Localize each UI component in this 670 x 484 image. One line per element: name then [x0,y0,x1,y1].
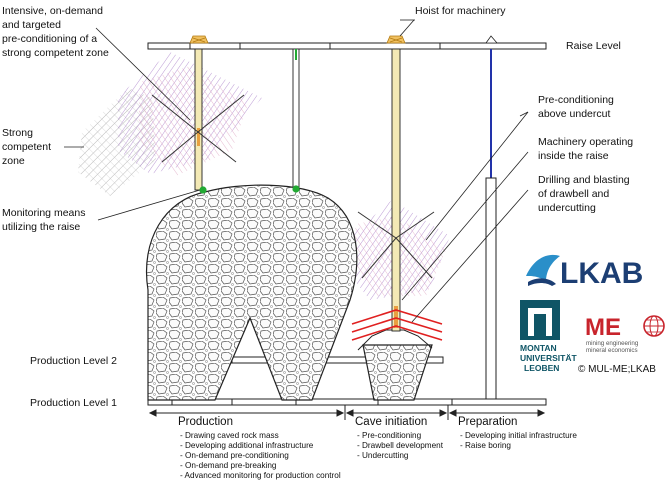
montan-line-2: UNIVERSITÄT [520,353,577,363]
raise-shaft-1 [189,35,209,191]
hoist-icon-2 [386,35,406,44]
monitoring-point-1 [199,186,207,194]
phase-production: Production - Drawing caved rock mass - D… [178,416,341,480]
phase-cave-initiation: Cave initiation - Pre-conditioning - Dra… [355,416,444,460]
phase-item: - On-demand pre-breaking [180,461,277,470]
label-intensive-2: and targeted [2,19,61,31]
preconditioning-hatch-upper [118,52,262,176]
label-drilling-1: Drilling and blasting [538,174,630,186]
label-production-level-2: Production Level 2 [30,355,117,367]
lkab-wordmark: LKAB [560,257,643,290]
raise-shaft-4 [485,35,498,400]
label-raise-level: Raise Level [566,40,621,52]
montan-emblem-icon [520,300,560,340]
phase-preparation-title: Preparation [458,416,517,428]
undercut-drill-lines [351,309,443,341]
label-strong-2: competent [2,141,51,153]
phase-item: - Raise boring [460,441,511,450]
label-drilling-2: of drawbell and [538,188,609,200]
phase-production-title: Production [178,416,233,428]
label-monitoring-1: Monitoring means [2,207,85,219]
label-intensive-3: pre-conditioning of a [2,33,97,45]
phase-item: - Drawing caved rock mass [180,431,279,440]
label-machinery-2: inside the raise [538,150,609,162]
drawbell-rock-mass [362,344,433,401]
label-drilling-3: undercutting [538,202,596,214]
phase-timeline [148,405,546,420]
monitoring-point-2 [292,185,300,193]
hoist-icon [189,35,209,44]
phase-item: - Drawbell development [357,441,444,450]
phase-preparation: Preparation - Developing initial infrast… [458,416,577,450]
label-strong-3: zone [2,155,25,167]
phase-item: - Pre-conditioning [357,431,422,440]
label-precond-1: Pre-conditioning [538,94,614,106]
lkab-logo: LKAB [526,254,643,290]
label-monitoring-2: utilizing the raise [2,221,80,233]
label-machinery-1: Machinery operating [538,136,633,148]
me-wordmark: ME [585,314,621,341]
caved-rock-mass [146,184,358,401]
copyright-text: © MUL-ME;LKAB [578,364,656,375]
montan-logo: MONTAN UNIVERSITÄT LEOBEN [520,300,577,373]
phase-item: - Developing additional infrastructure [180,441,314,450]
label-intensive-1: Intensive, on-demand [2,5,103,17]
lkab-wave-icon [526,254,560,286]
phase-item: - Advanced monitoring for production con… [180,471,341,480]
label-strong-1: Strong [2,127,33,139]
montan-line-1: MONTAN [520,343,557,353]
me-sub-1: mining engineering [586,340,639,347]
raise-shaft-2 [292,48,300,188]
montan-line-3: LEOBEN [524,363,559,373]
raise-shaft-3 [386,35,406,332]
leader-lines [64,19,529,323]
label-hoist: Hoist for machinery [415,5,506,17]
drillholes-upper [151,94,245,163]
globe-icon [643,315,665,337]
me-logo: ME mining engineering mineral economics [585,314,665,354]
phase-item: - Undercutting [357,451,409,460]
label-precond-2: above undercut [538,108,610,120]
phase-item: - On-demand pre-conditioning [180,451,289,460]
phase-item: - Developing initial infrastructure [460,431,577,440]
phase-cave-initiation-title: Cave initiation [355,416,427,428]
label-production-level-1: Production Level 1 [30,397,117,409]
raise-level-beam [147,42,547,50]
label-intensive-4: strong competent zone [2,47,109,59]
me-sub-2: mineral economics [586,347,638,354]
